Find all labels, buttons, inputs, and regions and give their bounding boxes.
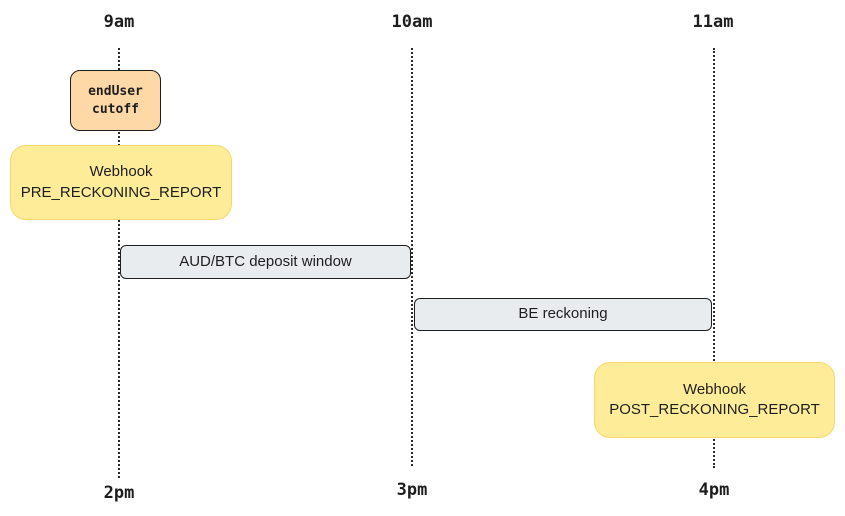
pre-webhook-line-1: Webhook: [89, 163, 153, 181]
tick-label-bottom-2: 3pm: [396, 480, 428, 500]
post-reckoning-webhook-box: Webhook POST_RECKONING_REPORT: [594, 362, 835, 438]
pre-reckoning-webhook-box: Webhook PRE_RECKONING_REPORT: [10, 145, 232, 220]
cutoff-line-2: cutoff: [92, 101, 139, 117]
cutoff-box: endUser cutoff: [70, 70, 161, 131]
reckoning-label: BE reckoning: [518, 305, 608, 323]
pre-webhook-line-2: PRE_RECKONING_REPORT: [20, 183, 222, 201]
tick-label-bottom-1: 2pm: [103, 483, 135, 503]
guide-line-3: [713, 48, 715, 468]
post-webhook-line-2: POST_RECKONING_REPORT: [609, 401, 820, 418]
deposit-window-label: AUD/BTC deposit window: [179, 252, 352, 270]
tick-label-top-2: 10am: [391, 12, 433, 32]
post-webhook-line-1: Webhook: [682, 380, 747, 398]
tick-label-top-1: 9am: [103, 12, 135, 32]
cutoff-line-1: endUser: [88, 83, 143, 99]
tick-label-bottom-3: 4pm: [698, 480, 730, 500]
guide-line-1: [118, 48, 120, 478]
guide-line-2: [411, 48, 413, 466]
deposit-window-bar: AUD/BTC deposit window: [120, 245, 411, 279]
tick-label-top-3: 11am: [692, 12, 734, 32]
reckoning-bar: BE reckoning: [414, 298, 712, 331]
